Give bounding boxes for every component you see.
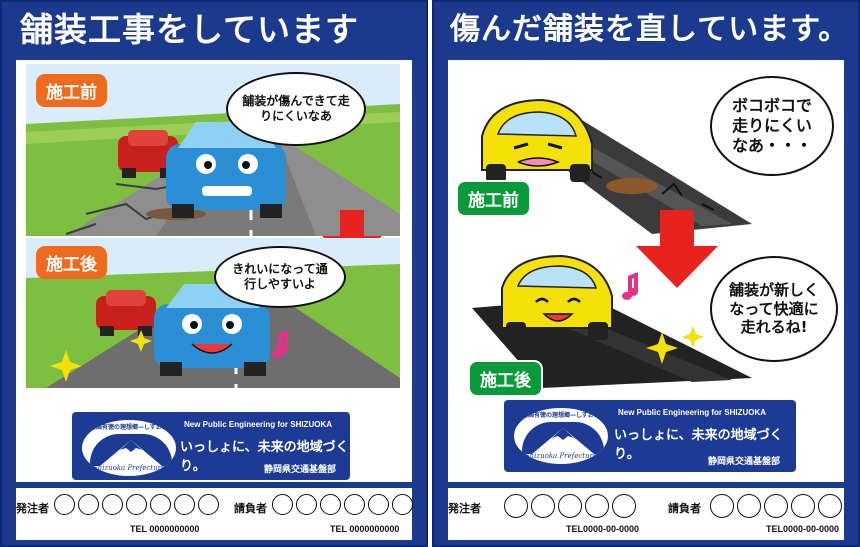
right-after-bubble: 舗装が新しくなって快適に走れるね! <box>710 256 838 362</box>
contractor-name-circles <box>710 494 842 518</box>
sparkle-icon <box>646 326 704 364</box>
left-headline: 舗装工事をしています <box>20 10 360 49</box>
right-headline: 傷んだ舗装を直しています。 <box>450 12 850 47</box>
yellow-car-icon <box>501 254 613 340</box>
left-after-bubble: きれいになって通行しやすいよ <box>214 246 346 308</box>
mount-fuji-logo-icon: 富国有徳の理想郷—しずおか ふじのくに Shizuoka Prefecture <box>80 418 178 478</box>
music-note-icon <box>622 272 638 300</box>
contractor-tel: TEL0000-00-0000 <box>766 524 840 534</box>
contractor-label: 請負者 <box>234 502 267 515</box>
banner-dept: 静岡県交通基盤部 <box>263 465 336 475</box>
fuji-emblem <box>90 434 172 466</box>
banner-slogan: いっしょに、未来の地域づくり。 <box>180 440 349 474</box>
left-sign: 舗装工事をしています <box>0 0 428 547</box>
right-footer: 発注者 請負者 TEL0000-00-0000 TEL0000-00-0000 <box>448 488 844 540</box>
right-banner: 富国有徳の理想郷—しずおか ふじのくに Shizuoka Prefecture … <box>504 400 796 472</box>
contractor-label: 請負者 <box>668 502 701 515</box>
contractor-tel: TEL 0000000000 <box>330 524 400 534</box>
banner-english: New Public Engineering for SHIZUOKA <box>184 420 333 429</box>
orderer-name-circles <box>54 494 219 515</box>
fuji-emblem <box>522 422 604 454</box>
logo-name: ふじのくに <box>104 460 154 471</box>
left-after-scene: 施工後 きれいになって通行しやすいよ <box>26 238 400 388</box>
logo-prefecture: Shizuoka Prefecture <box>92 464 166 472</box>
left-footer: 発注者 請負者 TEL 0000000000 TEL 0000000000 <box>16 488 413 540</box>
orderer-name-circles <box>504 494 636 518</box>
logo-arc-text: 富国有徳の理想郷—しずおか <box>522 412 600 419</box>
down-arrow-icon <box>636 210 718 288</box>
banner-english: New Public Engineering for SHIZUOKA <box>618 408 767 417</box>
right-body-panel: 施工前 ボコボコで走りにくいなあ・・・ <box>448 60 844 482</box>
right-before-bubble: ボコボコで走りにくいなあ・・・ <box>710 76 834 176</box>
left-banner: 富国有徳の理想郷—しずおか ふじのくに Shizuoka Prefecture … <box>72 412 350 480</box>
right-sign: 傷んだ舗装を直しています。 施工前 ボコボコで走りにくいなあ・・・ <box>432 0 860 547</box>
logo-name: ふじのくに <box>536 448 586 459</box>
logo-arc-text: 富国有徳の理想郷—しずおか <box>90 424 168 431</box>
banner-slogan: いっしょに、未来の地域づくり。 <box>614 428 783 462</box>
orderer-tel: TEL0000-00-0000 <box>566 524 640 534</box>
sparkle-icon <box>50 330 152 382</box>
orderer-label: 発注者 <box>16 502 49 515</box>
logo-prefecture: Shizuoka Prefecture <box>524 452 598 460</box>
right-after-tag: 施工後 <box>468 360 543 397</box>
right-before-tag: 施工前 <box>456 180 531 217</box>
orderer-label: 発注者 <box>448 502 481 515</box>
right-before-illustration <box>481 98 752 234</box>
music-note-icon <box>272 330 288 358</box>
contractor-name-circles <box>272 494 413 515</box>
yellow-car-icon <box>481 98 593 182</box>
left-body-panel: 施工前 舗装が傷んできて走りにくいなあ <box>16 60 412 482</box>
left-after-tag: 施工後 <box>36 246 107 279</box>
orderer-tel: TEL 0000000000 <box>130 524 200 534</box>
left-before-bubble: 舗装が傷んできて走りにくいなあ <box>226 72 366 146</box>
red-car-icon <box>96 290 156 336</box>
mount-fuji-logo-icon: 富国有徳の理想郷—しずおか ふじのくに Shizuoka Prefecture <box>512 406 610 466</box>
left-before-scene: 施工前 舗装が傷んできて走りにくいなあ <box>26 64 400 236</box>
left-before-tag: 施工前 <box>36 74 107 107</box>
banner-dept: 静岡県交通基盤部 <box>707 457 780 467</box>
